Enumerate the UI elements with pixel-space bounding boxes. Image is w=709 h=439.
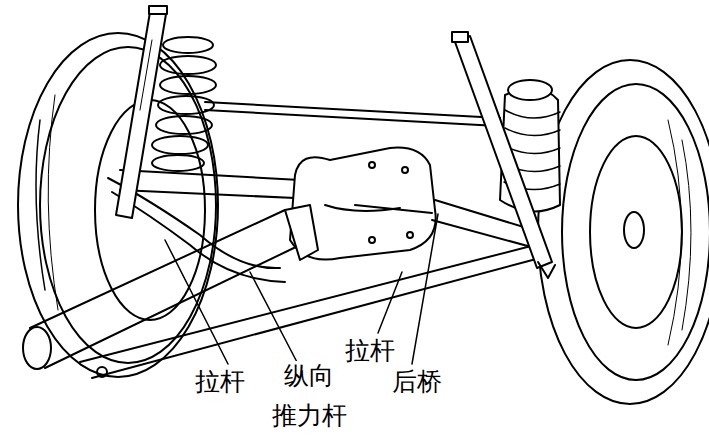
part-label-text: 拉杆 (195, 367, 245, 396)
part-label: 拉杆 (345, 331, 395, 371)
part-label-text: 后桥 (392, 367, 442, 396)
part-label: 纵向 推力杆 (268, 356, 350, 436)
part-label: 后桥 (392, 362, 442, 402)
lower-link (80, 245, 540, 378)
rear-axle (120, 148, 540, 260)
part-label-text: 拉杆 (345, 336, 395, 365)
leader-lines (165, 214, 438, 364)
upper-rod (205, 102, 500, 126)
right-shock (452, 32, 555, 278)
left-shock (116, 6, 167, 218)
left-spring (152, 37, 216, 171)
part-label-text: 纵向 推力杆 (272, 361, 347, 430)
part-label: 拉杆 (195, 362, 245, 402)
right-wheel (538, 60, 709, 404)
